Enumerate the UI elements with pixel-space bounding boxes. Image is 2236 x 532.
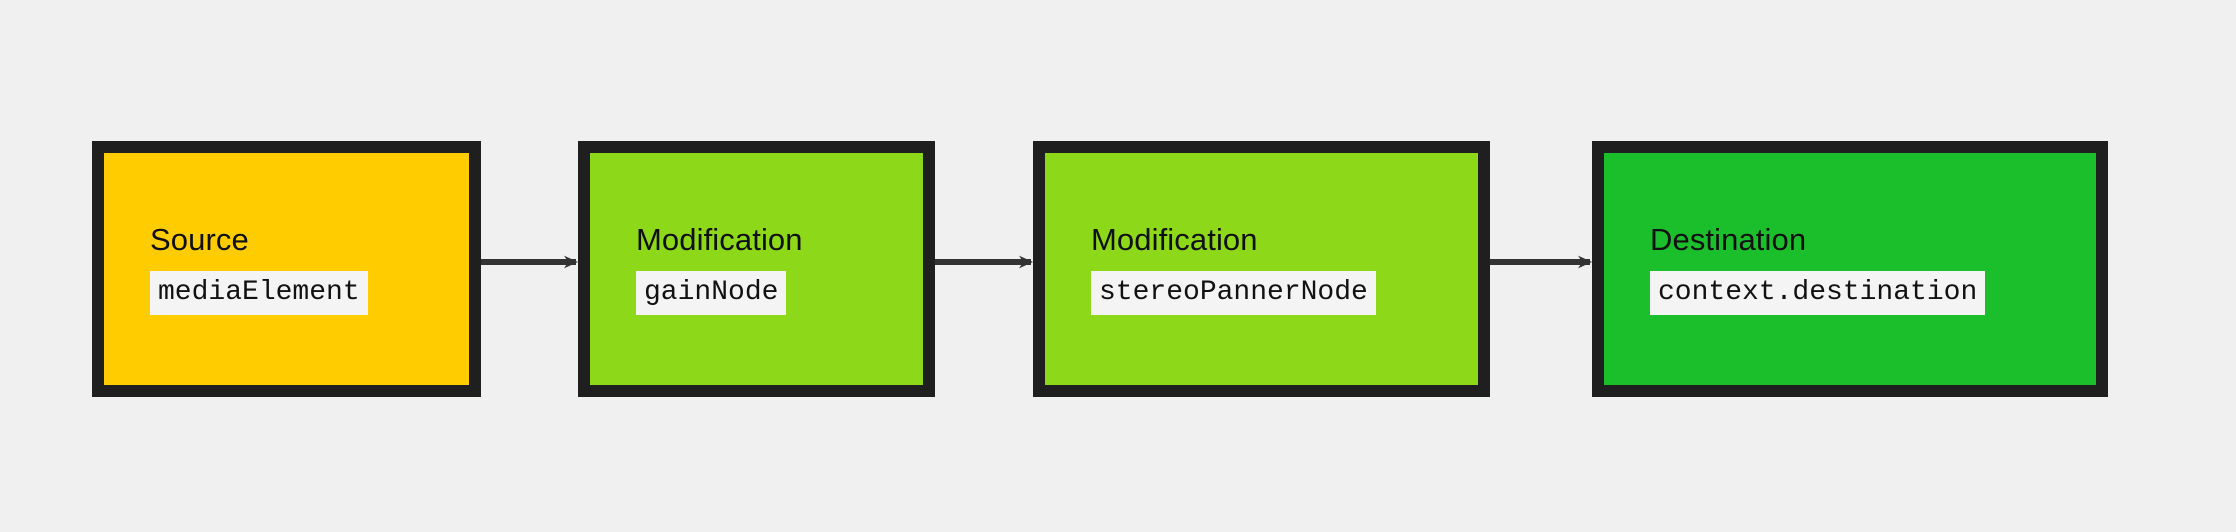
node-code-chip: mediaElement xyxy=(150,270,368,316)
node-title: Destination xyxy=(1650,221,1807,257)
flow-node-destination[interactable]: Destination context.destination xyxy=(1592,141,2108,397)
node-code-chip: context.destination xyxy=(1650,270,1986,316)
node-title: Modification xyxy=(1091,221,1258,257)
node-title: Source xyxy=(150,221,249,257)
node-code-chip: gainNode xyxy=(636,270,787,316)
node-code-chip: stereoPannerNode xyxy=(1091,270,1376,316)
flow-node-source[interactable]: Source mediaElement xyxy=(92,141,481,397)
flow-node-panner[interactable]: Modification stereoPannerNode xyxy=(1033,141,1490,397)
flow-node-gain[interactable]: Modification gainNode xyxy=(578,141,935,397)
node-title: Modification xyxy=(636,221,803,257)
